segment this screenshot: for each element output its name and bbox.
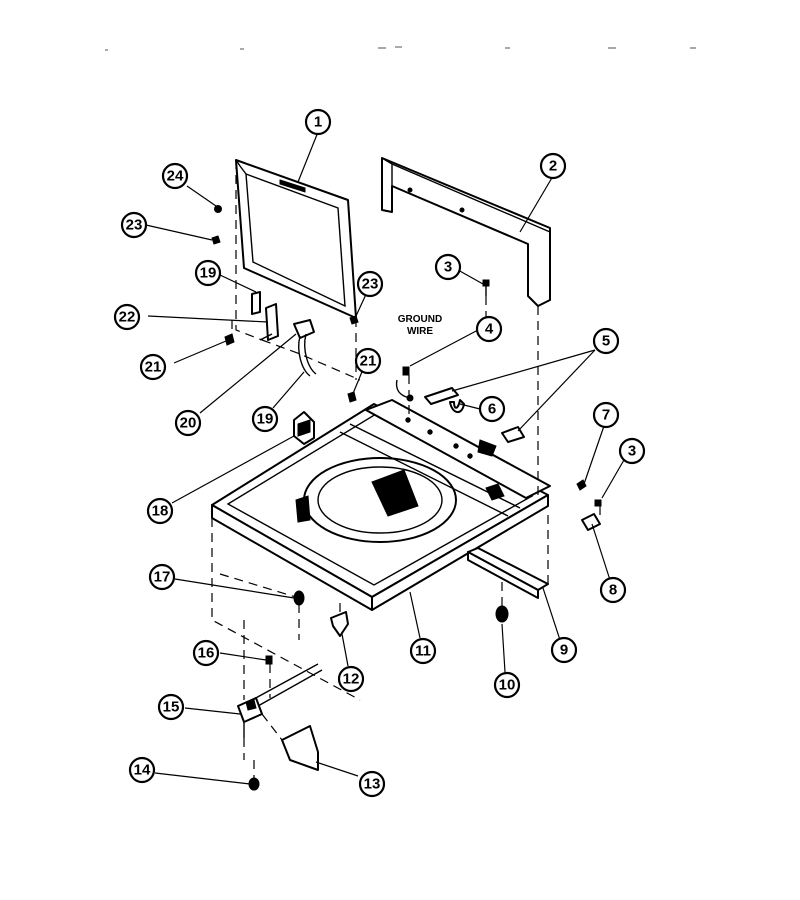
callout-4: 4 [475,315,503,343]
callout-23-right: 23 [356,270,384,298]
callout-5: 5 [592,327,620,355]
svg-text:14: 14 [134,762,151,779]
svg-text:13: 13 [364,776,381,793]
part-lower-brackets [237,663,323,771]
svg-text:18: 18 [152,503,169,520]
callout-8: 8 [599,576,627,604]
callout-22: 22 [113,303,141,331]
svg-text:12: 12 [343,671,360,688]
part-main-top [211,399,551,611]
part-front-brace [467,547,549,599]
svg-text:3: 3 [444,259,452,276]
note-line-2: WIRE [407,326,433,337]
callout-3-right: 3 [618,437,646,465]
svg-text:7: 7 [602,407,610,424]
svg-text:21: 21 [145,359,162,376]
callout-10: 10 [493,671,521,699]
svg-text:19: 19 [257,411,274,428]
callout-18: 18 [146,497,174,525]
svg-text:24: 24 [167,168,184,185]
callout-11: 11 [409,637,437,665]
note-line-1: GROUND [398,314,442,325]
callout-9: 9 [550,636,578,664]
svg-text:16: 16 [198,645,215,662]
callout-3-upper: 3 [434,253,462,281]
svg-text:3: 3 [628,443,636,460]
svg-text:17: 17 [154,569,171,586]
callout-2: 2 [539,152,567,180]
svg-text:22: 22 [119,309,136,326]
svg-text:1: 1 [314,114,322,131]
svg-text:20: 20 [180,415,197,432]
callout-14: 14 [128,756,156,784]
callout-21-right: 21 [354,347,382,375]
scan-artifacts [105,46,696,51]
callout-23-left: 23 [120,211,148,239]
svg-text:23: 23 [126,217,143,234]
callout-16: 16 [192,639,220,667]
svg-text:2: 2 [549,158,557,175]
svg-text:15: 15 [163,699,180,716]
svg-text:9: 9 [560,642,568,659]
svg-text:5: 5 [602,333,610,350]
svg-text:19: 19 [200,265,217,282]
svg-text:8: 8 [609,582,617,599]
callout-7: 7 [592,401,620,429]
ground-wire-note: GROUND WIRE [398,314,442,337]
svg-text:6: 6 [488,401,496,418]
callouts: 1 2 3 4 5 6 7 3 8 9 10 11 12 13 14 15 16… [113,108,646,798]
alignment-lines [211,160,601,780]
leader-lines [145,131,629,785]
callout-6: 6 [478,395,506,423]
callout-15: 15 [157,693,185,721]
callout-19-lower: 19 [251,405,279,433]
callout-17: 17 [148,563,176,591]
callout-12: 12 [337,665,365,693]
callout-13: 13 [358,770,386,798]
svg-text:23: 23 [362,276,379,293]
svg-text:21: 21 [360,353,377,370]
svg-text:4: 4 [485,321,494,338]
callout-20: 20 [174,409,202,437]
callout-19-upper: 19 [194,259,222,287]
part-rear-panel [381,157,551,307]
callout-21-left: 21 [139,353,167,381]
callout-24: 24 [161,162,189,190]
callout-1: 1 [304,108,332,136]
svg-text:11: 11 [415,643,431,660]
svg-text:10: 10 [499,677,516,694]
